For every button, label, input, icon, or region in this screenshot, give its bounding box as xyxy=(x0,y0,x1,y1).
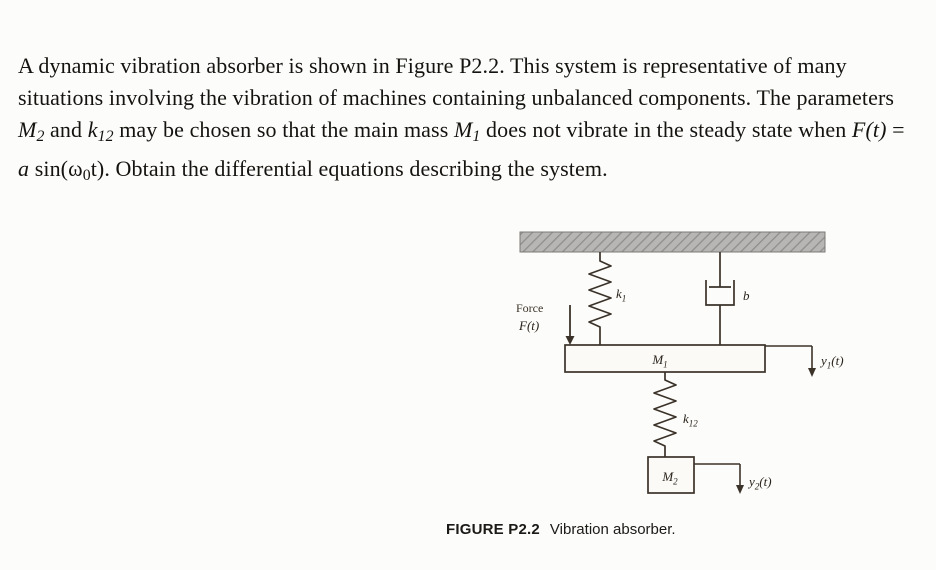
spring-k12 xyxy=(653,372,677,457)
problem-text-segment: does not vibrate in the steady state whe… xyxy=(480,117,852,142)
figure-caption-number: FIGURE P2.2 xyxy=(446,521,540,538)
force-label: Force xyxy=(516,301,543,315)
problem-text-segment: A dynamic vibration absorber is shown in… xyxy=(18,53,895,110)
mass-M2-box xyxy=(647,456,695,494)
var-a: a xyxy=(18,155,30,181)
problem-text-segment: sin(ω xyxy=(29,155,83,181)
y2-label: y2(t) xyxy=(747,474,772,492)
figure-caption: FIGURE P2.2 Vibration absorber. xyxy=(446,521,676,538)
force-symbol-label: F(t) xyxy=(518,318,539,333)
var-M1-sub: 1 xyxy=(472,127,481,145)
var-M1: M xyxy=(453,117,473,142)
damper-b xyxy=(705,252,735,345)
spring-k1 xyxy=(588,252,612,345)
var-M2-sub: 2 xyxy=(36,127,45,145)
problem-text-segment: may be chosen so that the main mass xyxy=(113,117,454,142)
y1-displacement-arrow xyxy=(765,345,816,377)
y1-label: y1(t) xyxy=(819,353,844,371)
var-k12: k xyxy=(87,117,98,142)
figure-caption-text: Vibration absorber. xyxy=(549,521,676,538)
problem-text-segment: = xyxy=(886,117,905,142)
problem-text-segment: and xyxy=(44,117,88,142)
ceiling-hatched-support xyxy=(519,231,826,253)
force-arrow xyxy=(565,305,575,345)
problem-text-segment: t). Obtain the differential equations de… xyxy=(90,155,608,181)
y2-displacement-arrow xyxy=(694,463,744,494)
mass-M2-label: M2 xyxy=(661,469,678,487)
spring-k1-label: k1 xyxy=(616,286,626,304)
mass-M1-label: M1 xyxy=(651,352,667,370)
var-k12-sub: 12 xyxy=(97,127,114,145)
damper-b-label: b xyxy=(743,288,750,303)
problem-statement: A dynamic vibration absorber is shown in… xyxy=(18,50,910,192)
omega-sub: 0 xyxy=(82,166,91,184)
spring-k12-label: k12 xyxy=(683,411,698,429)
figure-p2-2-diagram: k1 b Force F(t) M1 xyxy=(440,225,920,521)
var-M2: M xyxy=(18,117,37,142)
mass-M1-box xyxy=(564,344,766,373)
var-Ft: F(t) xyxy=(851,117,887,142)
